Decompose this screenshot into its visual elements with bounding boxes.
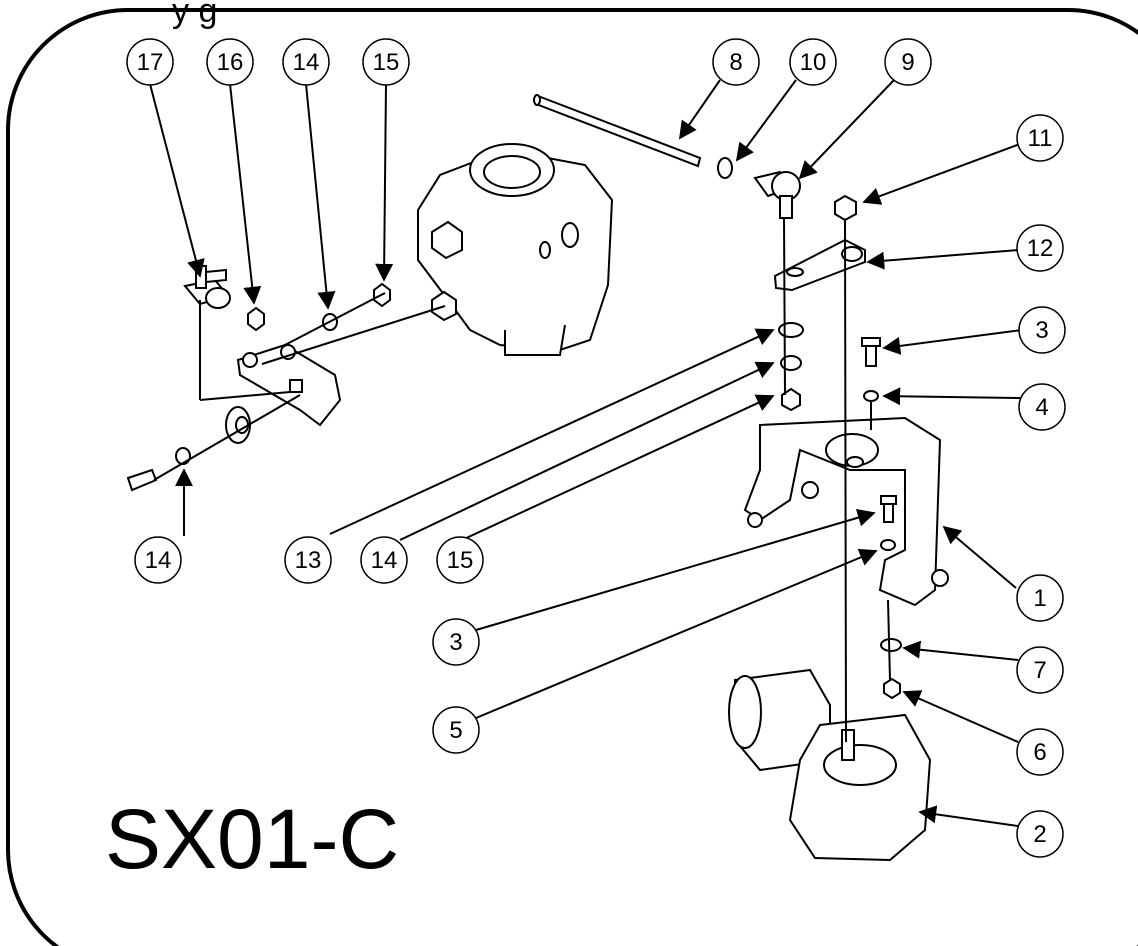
rod-part bbox=[533, 94, 702, 168]
callout-circle bbox=[1016, 114, 1064, 162]
washer-4-part bbox=[863, 390, 879, 402]
bracket-plate-part bbox=[236, 343, 342, 427]
callout-c5: 5 bbox=[432, 706, 480, 754]
callout-c16a: 16 bbox=[206, 38, 254, 86]
callout-number: 4 bbox=[1035, 394, 1048, 421]
callout-circle bbox=[362, 38, 410, 86]
nut-11-part bbox=[834, 194, 857, 222]
callout-c9: 9 bbox=[884, 38, 932, 86]
callout-c14c: 14 bbox=[360, 536, 408, 584]
callout-circle bbox=[884, 38, 932, 86]
callout-circle bbox=[206, 38, 254, 86]
callout-circle bbox=[436, 536, 484, 584]
callout-c15a: 15 bbox=[362, 38, 410, 86]
callout-c1: 1 bbox=[1016, 574, 1064, 622]
callout-circle bbox=[1016, 574, 1064, 622]
callout-circle bbox=[712, 38, 760, 86]
callout-circle bbox=[1016, 810, 1064, 858]
callout-number: 15 bbox=[373, 49, 400, 76]
callout-number: 13 bbox=[295, 547, 322, 574]
washer-5-part bbox=[880, 539, 896, 551]
callout-c14b: 14 bbox=[134, 536, 182, 584]
callout-circle bbox=[1018, 306, 1066, 354]
callout-circle bbox=[1016, 224, 1064, 272]
nut-15b-part bbox=[781, 387, 801, 412]
nut-6-part bbox=[883, 677, 901, 700]
callout-circle bbox=[126, 38, 174, 86]
ball-joint-part bbox=[753, 170, 801, 219]
callout-circle bbox=[282, 38, 330, 86]
callout-number: 10 bbox=[800, 49, 827, 76]
callout-c17a: 17 bbox=[126, 38, 174, 86]
callout-number: 6 bbox=[1033, 739, 1046, 766]
washer-7-part bbox=[880, 638, 902, 652]
callout-number: 3 bbox=[1035, 317, 1048, 344]
callout-circle bbox=[284, 536, 332, 584]
callout-c3a: 3 bbox=[1018, 306, 1066, 354]
callout-number: 9 bbox=[901, 49, 914, 76]
washer-14c-part bbox=[780, 355, 802, 371]
callout-number: 7 bbox=[1033, 657, 1046, 684]
callout-number: 17 bbox=[137, 49, 164, 76]
callout-c8: 8 bbox=[712, 38, 760, 86]
callout-circle bbox=[134, 536, 182, 584]
callout-circle bbox=[1016, 646, 1064, 694]
callout-c6: 6 bbox=[1016, 728, 1064, 776]
fitting-17-part bbox=[183, 265, 231, 309]
screw-left-part bbox=[126, 468, 158, 492]
callout-c4: 4 bbox=[1018, 383, 1066, 431]
lever-arm-part bbox=[773, 238, 866, 292]
callout-number: 1 bbox=[1033, 585, 1046, 612]
callout-circle bbox=[1016, 728, 1064, 776]
callout-number: 16 bbox=[217, 49, 244, 76]
callout-number: 11 bbox=[1028, 125, 1053, 152]
screw-3a-part bbox=[865, 343, 877, 367]
callout-number: 15 bbox=[447, 547, 474, 574]
callout-number: 3 bbox=[449, 629, 462, 656]
callout-c7: 7 bbox=[1016, 646, 1064, 694]
washer-10-part bbox=[717, 157, 733, 179]
callout-c12: 12 bbox=[1016, 224, 1064, 272]
callout-number: 14 bbox=[371, 547, 398, 574]
callout-c10: 10 bbox=[789, 38, 837, 86]
parts-artwork bbox=[126, 94, 949, 862]
callout-c13: 13 bbox=[284, 536, 332, 584]
callout-circle bbox=[432, 618, 480, 666]
callout-circle bbox=[1018, 383, 1066, 431]
callout-number: 5 bbox=[449, 717, 462, 744]
callout-circle bbox=[360, 536, 408, 584]
callout-c2: 2 bbox=[1016, 810, 1064, 858]
diagram-frame bbox=[6, 8, 1138, 946]
callout-c14a: 14 bbox=[282, 38, 330, 86]
model-code-label: SX01-C bbox=[105, 792, 399, 886]
callout-number: 8 bbox=[729, 49, 742, 76]
callout-number: 12 bbox=[1027, 235, 1054, 262]
washer-14b-part bbox=[175, 447, 191, 465]
header-text-fragment: y g bbox=[172, 0, 217, 30]
callout-circle bbox=[789, 38, 837, 86]
callout-number: 14 bbox=[145, 547, 172, 574]
callout-number: 2 bbox=[1033, 821, 1046, 848]
washer-13-part bbox=[778, 322, 804, 338]
leader-lines bbox=[149, 79, 1023, 827]
motor-part bbox=[728, 668, 932, 862]
callout-c3b: 3 bbox=[432, 618, 480, 666]
spacer-part bbox=[225, 406, 251, 444]
callout-circle bbox=[432, 706, 480, 754]
carburetor-part bbox=[417, 143, 614, 356]
callout-number: 14 bbox=[293, 49, 320, 76]
nut-16-part bbox=[247, 306, 265, 332]
callout-c15b: 15 bbox=[436, 536, 484, 584]
callout-c11: 11 bbox=[1016, 114, 1064, 162]
main-bracket-part bbox=[743, 416, 949, 607]
